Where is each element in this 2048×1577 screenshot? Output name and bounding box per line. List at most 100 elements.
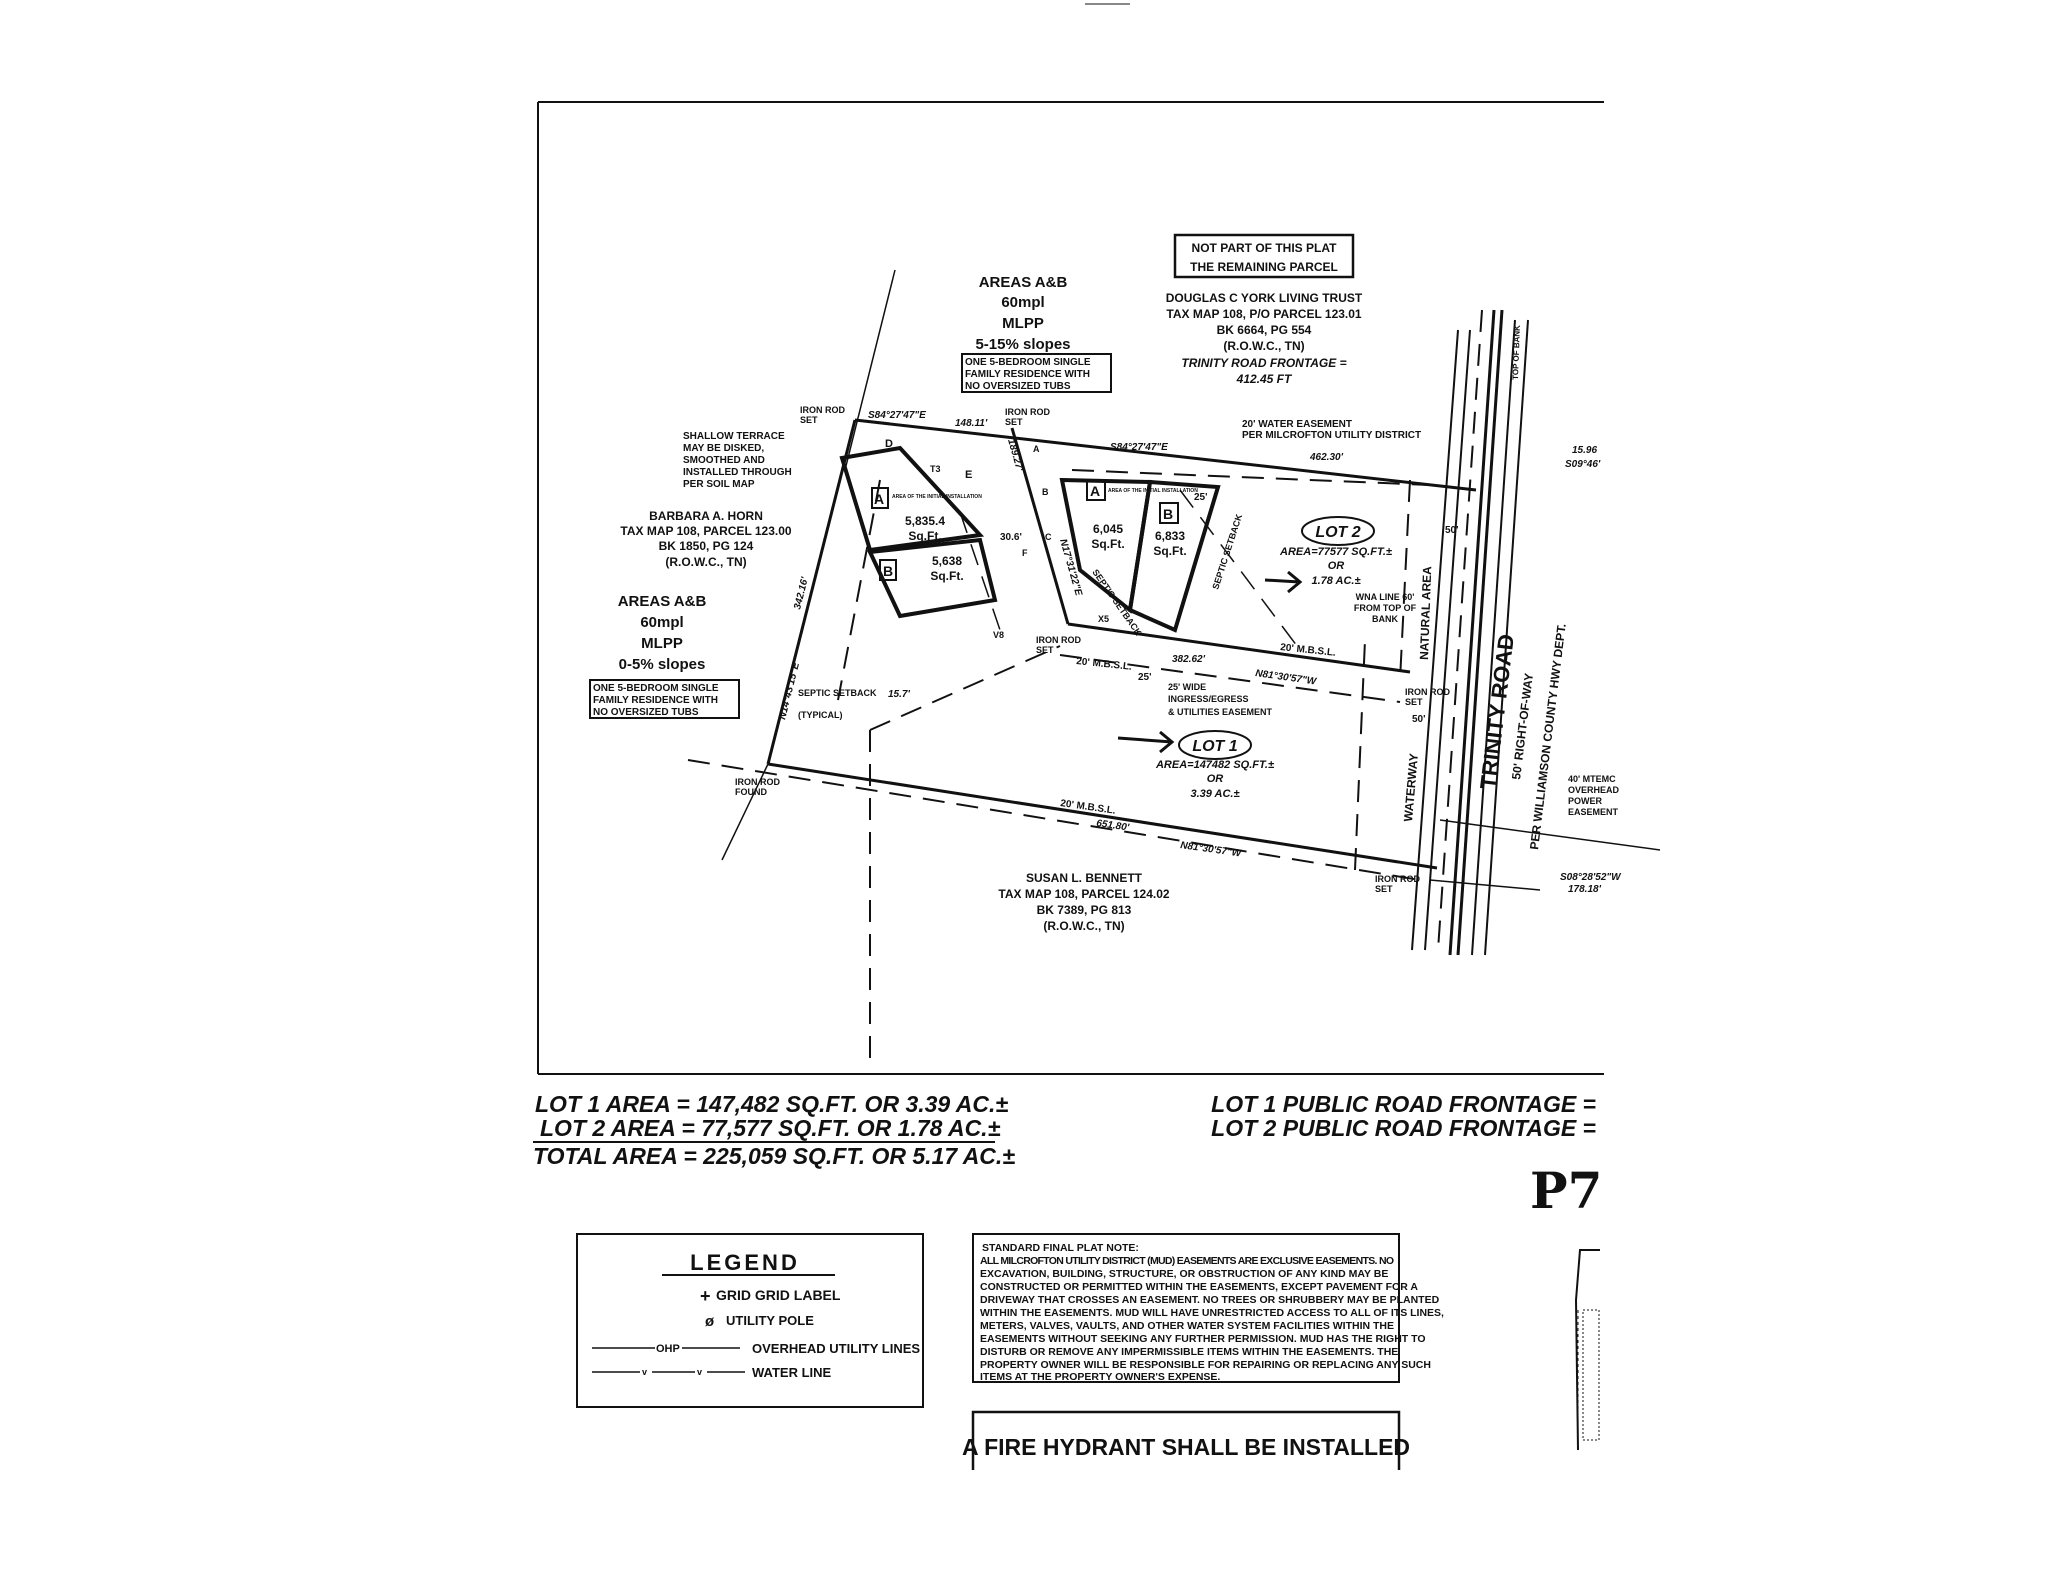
point-label: A	[1033, 444, 1040, 454]
wna-text: BANK	[1372, 614, 1398, 624]
owner-text: (R.O.W.C., TN)	[665, 555, 746, 569]
mtemc-text: 40' MTEMC	[1568, 774, 1616, 784]
bearing-label: S84°27'47"E	[868, 410, 926, 421]
road-per: PER WILLIAMSON COUNTY HWY DEPT.	[1527, 623, 1569, 851]
septic-setback-label: (TYPICAL)	[798, 710, 843, 720]
mtemc-note: 40' MTEMC OVERHEAD POWER EASEMENT	[1568, 774, 1620, 817]
legend-label: GRID GRID LABEL	[716, 1287, 841, 1303]
owner-text: TAX MAP 108, PARCEL 123.00	[620, 524, 792, 538]
ingress-text: 25' WIDE	[1168, 682, 1206, 692]
mbsl-label: 20' M.B.S.L.	[1076, 656, 1133, 673]
wna-text: WNA LINE 60'	[1356, 592, 1415, 602]
lot2-area-summary: LOT 2 AREA = 77,577 SQ.FT. OR 1.78 AC.±	[540, 1115, 1001, 1141]
owner-text: (R.O.W.C., TN)	[1223, 339, 1304, 353]
septic-letter: B	[883, 563, 893, 579]
legend-box: LEGEND + GRID GRID LABEL ø UTILITY POLE …	[576, 1233, 924, 1408]
remaining-parcel-box	[1173, 233, 1355, 279]
water-line-symbol: v	[697, 1367, 702, 1377]
plat-note-line: DISTURB OR REMOVE ANY IMPERMISSIBLE ITEM…	[980, 1346, 1398, 1358]
septic-unit: Sq.Ft.	[1153, 544, 1186, 558]
handwritten-page-mark: P7	[1530, 1161, 1602, 1220]
bearing-label: S09°46'	[1565, 459, 1601, 470]
dimension-label: 50'	[1412, 714, 1426, 725]
distance-label: 148.11'	[955, 418, 988, 429]
plat-note-line: PROPERTY OWNER WILL BE RESPONSIBLE FOR R…	[980, 1359, 1431, 1371]
utility-pole-icon: ø	[705, 1313, 715, 1330]
bearing-label: N81°30'57"W	[1255, 668, 1319, 688]
grid-label: V8	[993, 630, 1004, 640]
plat-note-line: EXCAVATION, BUILDING, STRUCTURE, OR OBST…	[980, 1268, 1388, 1280]
plat-note-line: ALL MILCROFTON UTILITY DISTRICT (MUD) EA…	[980, 1255, 1394, 1267]
water-easement-text: PER MILCROFTON UTILITY DISTRICT	[1242, 430, 1421, 441]
waterway-label: WATERWAY	[1401, 753, 1421, 822]
water-line-symbol: v	[642, 1367, 647, 1377]
owner-text: BARBARA A. HORN	[649, 509, 763, 523]
plat-note-line: CONSTRUCTED OR PERMITTED WITHIN THE EASE…	[980, 1281, 1418, 1293]
point-label: C	[1045, 532, 1052, 542]
york-owner-label: DOUGLAS C YORK LIVING TRUST TAX MAP 108,…	[1166, 291, 1363, 386]
distance-label: 651.80'	[1096, 818, 1131, 834]
legend-title: LEGEND	[690, 1250, 800, 1275]
lot-acres: 3.39 AC.±	[1190, 788, 1239, 800]
plat-frame	[537, 3, 1604, 1075]
septic-sqft: 6,833	[1155, 529, 1185, 543]
lot-acres: 1.78 AC.±	[1311, 575, 1360, 587]
ingress-text: & UTILITIES EASEMENT	[1168, 707, 1273, 717]
remaining-parcel-text: NOT PART OF THIS PLAT	[1192, 241, 1338, 255]
natural-area-label: NATURAL AREA	[1417, 566, 1434, 661]
distance-label: 15.96	[1572, 445, 1597, 456]
mtemc-text: OVERHEAD	[1568, 785, 1620, 795]
areas-text: 0-5% slopes	[619, 656, 706, 673]
lot-area: AREA=147482 SQ.FT.±	[1155, 759, 1274, 771]
lot-2-label: LOT 2 AREA=77577 SQ.FT.± OR 1.78 AC.±	[1264, 516, 1392, 594]
septic-letter: A	[874, 491, 884, 507]
overhead-line-symbol: OHP	[656, 1343, 680, 1355]
iron-rod-label: IRON ROD	[735, 777, 781, 787]
right-edge-fragment	[1574, 1249, 1600, 1451]
terrace-text: PER SOIL MAP	[683, 479, 755, 490]
lot-name: LOT 1	[1192, 738, 1237, 755]
grid-label: X5	[1098, 614, 1109, 624]
septic-unit: Sq.Ft.	[1091, 537, 1124, 551]
septic-areas	[839, 445, 1221, 633]
road-row: 50' RIGHT-OF-WAY	[1509, 672, 1536, 780]
areas-text: AREAS A&B	[618, 593, 707, 610]
septic-sqft: 5,638	[932, 554, 962, 568]
septic-setback-label: SEPTIC SETBACK	[1210, 512, 1244, 590]
plat-note-line: WITHIN THE EASEMENTS. MUD WILL HAVE UNRE…	[980, 1307, 1444, 1319]
property-boundaries	[687, 269, 1477, 1060]
bennett-owner-label: SUSAN L. BENNETT TAX MAP 108, PARCEL 124…	[998, 871, 1170, 933]
areas-text: MLPP	[641, 635, 683, 652]
owner-text: DOUGLAS C YORK LIVING TRUST	[1166, 291, 1363, 305]
iron-rod-label: IRON ROD	[1005, 407, 1051, 417]
plat-note-line: EASEMENTS WITHOUT SEEKING ANY FURTHER PE…	[980, 1333, 1426, 1345]
owner-text: BK 7389, PG 813	[1037, 903, 1132, 917]
septic-letter: B	[1163, 506, 1173, 522]
legend-label: WATER LINE	[752, 1365, 832, 1380]
iron-rod-label: FOUND	[735, 787, 767, 797]
terrace-text: SMOOTHED AND	[683, 455, 765, 466]
owner-text: BK 6664, PG 554	[1217, 323, 1312, 337]
distance-label: 462.30'	[1309, 452, 1344, 463]
residence-note: ONE 5-BEDROOM SINGLE	[593, 683, 719, 694]
horn-owner-label: BARBARA A. HORN TAX MAP 108, PARCEL 123.…	[620, 509, 792, 569]
lot-or: OR	[1207, 773, 1224, 785]
lot-area: AREA=77577 SQ.FT.±	[1279, 546, 1392, 558]
plat-note-box: STANDARD FINAL PLAT NOTE: ALL MILCROFTON…	[972, 1233, 1444, 1383]
septic-unit: Sq.Ft.	[930, 569, 963, 583]
owner-text: TAX MAP 108, PARCEL 124.02	[998, 887, 1170, 901]
frontage-text: TRINITY ROAD FRONTAGE =	[1181, 356, 1346, 370]
residence-note: NO OVERSIZED TUBS	[593, 707, 699, 718]
areas-top-label: AREAS A&B 60mpl MLPP 5-15% slopes ONE 5-…	[961, 274, 1112, 393]
dimension-label: 30.6'	[1000, 532, 1022, 543]
top-of-bank-label: TOP OF BANK	[1511, 325, 1522, 380]
iron-rod-label: IRON ROD	[800, 405, 846, 415]
iron-rod-label: IRON ROD	[1036, 635, 1082, 645]
ingress-text: INGRESS/EGRESS	[1168, 694, 1249, 704]
remaining-parcel-text: THE REMAINING PARCEL	[1190, 260, 1338, 274]
grid-label: T3	[930, 464, 941, 474]
dimension-label: 15.7'	[888, 689, 910, 700]
plat-note-line: DRIVEWAY THAT CROSSES AN EASEMENT. NO TR…	[980, 1294, 1440, 1306]
dimension-label: 25'	[1138, 672, 1152, 683]
terrace-text: MAY BE DISKED,	[683, 443, 764, 454]
